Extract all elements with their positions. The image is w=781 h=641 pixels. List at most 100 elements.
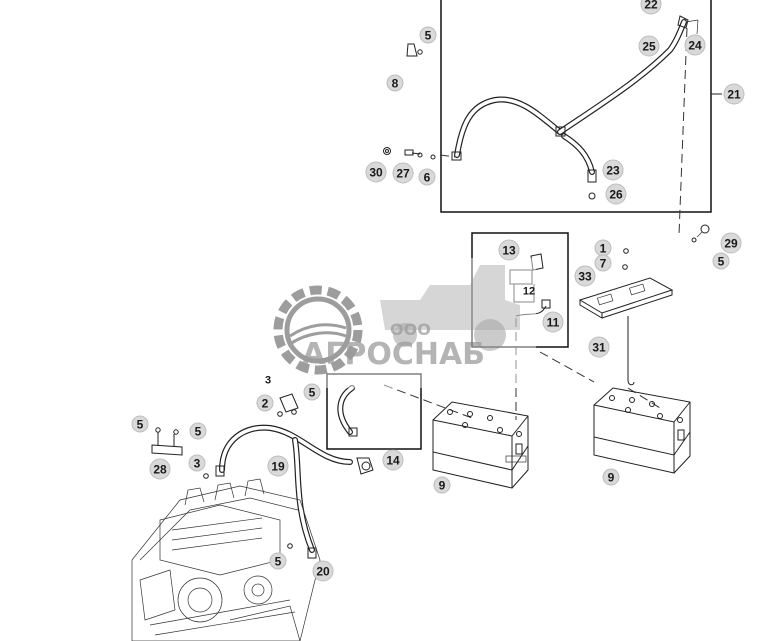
callout-label: 5: [275, 555, 282, 569]
callout-circle: [386, 74, 404, 92]
callout-c19: 19: [267, 455, 289, 477]
callout-circle: [382, 449, 404, 471]
callout-c28: 28: [149, 458, 171, 480]
callout-c21: 21: [723, 83, 745, 105]
callout-c7: 7: [594, 254, 612, 272]
callout-circle: [594, 254, 612, 272]
callout-c5c: 5: [303, 383, 321, 401]
callout-c5f: 5: [269, 552, 287, 570]
callout-c26: 26: [605, 183, 627, 205]
callout-circle: [256, 394, 274, 412]
middle-assembly-frame: [471, 232, 569, 348]
clip-8: [406, 43, 423, 57]
callout-c23: 23: [602, 159, 624, 181]
callout-label: 20: [316, 565, 330, 579]
callout-label: 6: [424, 171, 431, 185]
upper-assembly-frame: [440, 0, 712, 213]
callout-circle: [574, 265, 596, 287]
callout-c3b: 3: [188, 454, 206, 472]
callout-c12: 12: [523, 286, 535, 298]
bracket-2-3: [277, 393, 299, 417]
callout-c9b: 9: [602, 468, 620, 486]
callout-label: 11: [547, 316, 560, 330]
callout-circle: [498, 239, 520, 261]
callout-circle: [602, 159, 624, 181]
callout-label: 13: [502, 244, 516, 258]
left-assembly-frame: [326, 373, 422, 450]
callout-circle: [684, 34, 706, 56]
callout-label: 27: [396, 167, 410, 181]
callout-label: 21: [727, 88, 741, 102]
callout-circle: [640, 0, 662, 15]
callout-label: 5: [425, 29, 432, 43]
callout-label: 1: [600, 242, 607, 256]
rod-31: [627, 316, 635, 386]
hose-detail: [337, 385, 358, 437]
callout-label: 3: [265, 375, 271, 387]
callout-c30: 30: [365, 161, 387, 183]
callout-c1: 1: [594, 239, 612, 257]
callout-c29: 29: [720, 232, 742, 254]
callout-c2: 2: [256, 394, 274, 412]
bracket-28: [151, 427, 183, 456]
callout-label: 5: [137, 418, 144, 432]
callout-circle: [712, 252, 730, 270]
callout-label: 2: [262, 397, 269, 411]
callout-circle: [720, 232, 742, 254]
callout-circle: [433, 476, 451, 494]
watermark-prefix: ООО: [390, 320, 431, 339]
callout-circle: [303, 383, 321, 401]
callout-circle: [392, 162, 414, 184]
callout-label: 12: [523, 286, 535, 298]
callout-c14: 14: [382, 449, 404, 471]
valve-14: [356, 457, 374, 475]
callout-label: 25: [642, 40, 656, 54]
callout-c6: 6: [418, 168, 436, 186]
callout-circle: [723, 83, 745, 105]
callout-circle: [269, 552, 287, 570]
callout-circle: [602, 468, 620, 486]
callout-c31: 31: [588, 336, 610, 358]
callout-c27: 27: [392, 162, 414, 184]
callout-c8: 8: [386, 74, 404, 92]
callout-circle: [418, 168, 436, 186]
combine-harvester-icon: [380, 265, 520, 351]
callout-label: 5: [309, 386, 316, 400]
callout-label: 28: [153, 463, 167, 477]
callout-label: 5: [195, 425, 202, 439]
callout-circle: [149, 458, 171, 480]
callout-c5d: 5: [131, 415, 149, 433]
callout-label: 30: [369, 166, 383, 180]
callout-label: 3: [194, 457, 201, 471]
callout-c13: 13: [498, 239, 520, 261]
callout-label: 5: [718, 255, 725, 269]
callout-label: 23: [606, 164, 620, 178]
callout-circle: [365, 161, 387, 183]
callout-circle: [131, 415, 149, 433]
hose-19-20: [215, 424, 353, 559]
callout-label: 24: [688, 39, 702, 53]
callout-label: 19: [271, 460, 285, 474]
hardware-29: [691, 224, 710, 243]
upper-hose: [451, 15, 699, 200]
callout-circle: [638, 35, 660, 57]
callout-c5b: 5: [712, 252, 730, 270]
callout-circle: [188, 454, 206, 472]
callout-c9a: 9: [433, 476, 451, 494]
callout-label: 29: [724, 237, 738, 251]
gear-icon: [273, 285, 363, 375]
fittings-30-27-6: [383, 147, 436, 160]
battery-right-9: [593, 387, 691, 474]
screw-3: [203, 473, 209, 479]
screws-1-7: [622, 248, 629, 270]
battery-left-9: [432, 401, 529, 489]
callout-c22: 22: [640, 0, 662, 15]
callout-c5e: 5: [189, 422, 207, 440]
callout-label: 26: [609, 188, 623, 202]
breather-assembly: [509, 253, 551, 420]
battery-tray-33: [578, 277, 674, 319]
callout-c20: 20: [312, 560, 334, 582]
callout-circle: [542, 311, 564, 333]
callout-c11: 11: [542, 311, 564, 333]
